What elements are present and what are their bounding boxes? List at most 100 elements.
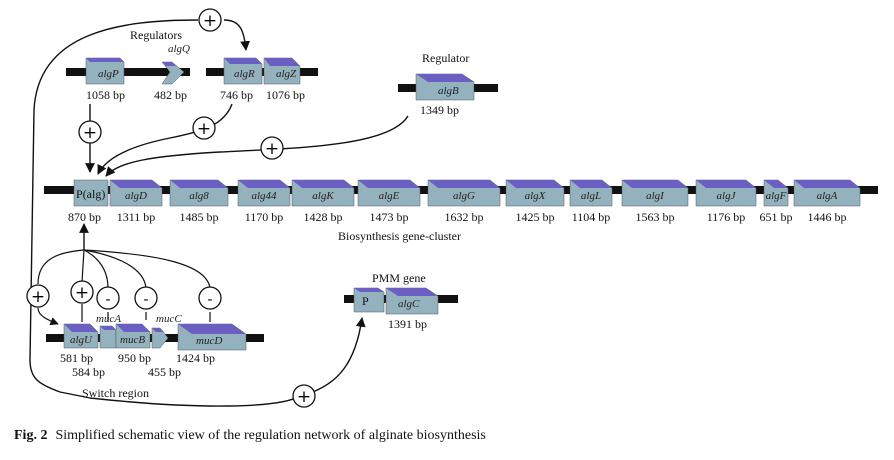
gene-algI: algI 1563 bp — [621, 179, 689, 224]
gene-alg44: alg44 1170 bp — [237, 179, 291, 224]
gene-algD: algD 1311 bp — [109, 179, 163, 224]
dna-strand-regulators-1 — [66, 68, 190, 76]
gene-label-mucB: mucB — [120, 334, 145, 346]
gene-label-algE: algE — [379, 190, 400, 202]
gene-label-alg8: alg8 — [189, 190, 209, 202]
cluster-title: Biosynthesis gene-cluster — [338, 229, 461, 243]
gene-algL: algL 1104 bp — [569, 179, 613, 224]
size-algK: 1428 bp — [304, 210, 343, 224]
regulator-title: Regulator — [422, 51, 469, 65]
size-mucB: 950 bp — [118, 351, 151, 365]
gene-label-algJ: algJ — [717, 190, 737, 202]
sign-plus-algB: + — [260, 136, 284, 160]
size-promoter: 870 bp — [68, 210, 101, 224]
gene-label-alg44: alg44 — [251, 190, 277, 202]
gene-algJ: algJ 1176 bp — [695, 179, 757, 224]
switch-title: Switch region — [82, 386, 149, 400]
branch-4 — [83, 249, 147, 289]
size-algQ: 482 bp — [154, 88, 187, 102]
gene-algQ — [161, 61, 185, 85]
size-algP: 1058 bp — [86, 88, 125, 102]
gene-label-algI: algI — [646, 190, 665, 202]
branch-1 — [37, 249, 85, 285]
size-algI: 1563 bp — [636, 210, 675, 224]
promoter-label: P(alg) — [76, 187, 105, 201]
gene-mucB: mucB — [115, 323, 151, 349]
branch-5 — [83, 249, 211, 289]
regulators-title: Regulators — [130, 28, 182, 42]
size-algC: 1391 bp — [388, 317, 427, 331]
branch-3 — [83, 249, 109, 289]
svg-text:+: + — [75, 283, 89, 303]
sign-plus-switch-1: + — [26, 284, 50, 308]
sign-plus-algR: + — [192, 116, 216, 140]
size-algJ: 1176 bp — [707, 210, 746, 224]
promoter-palg: P(alg) — [73, 179, 109, 207]
gene-label-algR: algR — [234, 68, 255, 80]
gene-label-algZ: algZ — [276, 68, 297, 80]
size-mucC: 455 bp — [148, 365, 181, 379]
size-alg8: 1485 bp — [180, 210, 219, 224]
sign-minus-mucB: - — [134, 286, 158, 310]
size-algE: 1473 bp — [370, 210, 409, 224]
gene-label-algG: algG — [453, 190, 475, 202]
sign-plus-switch-2: + — [70, 280, 94, 304]
size-mucA: 584 bp — [72, 365, 105, 379]
gene-algF: algF 651 bp — [760, 179, 793, 224]
arrow-algB-to-promoter — [105, 115, 409, 177]
gene-label-algD: algD — [125, 190, 147, 202]
size-algF: 651 bp — [760, 210, 793, 224]
size-algX: 1425 bp — [516, 210, 555, 224]
arrow-to-algU — [37, 307, 59, 326]
size-algR: 746 bp — [220, 88, 253, 102]
gene-label-algF: algF — [766, 190, 787, 202]
mucA-label: mucA — [96, 313, 121, 325]
gene-algC: algC — [385, 287, 439, 315]
size-algU: 581 bp — [60, 351, 93, 365]
gene-label-algX: algX — [525, 190, 547, 202]
gene-label-algU: algU — [70, 334, 93, 346]
size-algA: 1446 bp — [808, 210, 847, 224]
loop-line-left — [29, 19, 199, 399]
gene-algB: algB — [415, 73, 475, 101]
gene-label-algB: algB — [438, 85, 459, 97]
size-algZ: 1076 bp — [266, 88, 305, 102]
gene-algZ: algZ — [263, 57, 301, 85]
svg-text:+: + — [203, 11, 217, 31]
size-algB: 1349 bp — [420, 103, 459, 117]
gene-algA: algA 1446 bp — [793, 179, 861, 224]
size-algD: 1311 bp — [117, 210, 156, 224]
size-alg44: 1170 bp — [245, 210, 284, 224]
caption-label: Fig. 2 — [14, 428, 48, 443]
pmm-promoter: P — [353, 287, 385, 313]
mucC-label: mucC — [156, 313, 182, 325]
regulation-diagram: Regulators algQ algP algR algZ 1058 bp 4… — [26, 8, 878, 408]
arrow-algR-to-promoter — [97, 103, 233, 175]
sign-plus-top: + — [198, 8, 222, 32]
size-mucD: 1424 bp — [176, 351, 215, 365]
gene-label-mucD: mucD — [196, 335, 222, 347]
gene-label-algC: algC — [398, 298, 420, 310]
gene-label-algK: algK — [312, 190, 334, 202]
size-algL: 1104 bp — [572, 210, 611, 224]
gene-label-algA: algA — [817, 190, 838, 202]
gene-algX: algX 1425 bp — [505, 179, 565, 224]
gene-mucA — [99, 325, 117, 349]
sign-plus-pmm: + — [292, 384, 316, 408]
cluster-genes: algD 1311 bp alg8 1485 bp alg44 1170 bp algK 14… — [109, 179, 861, 224]
gene-mucD: mucD — [177, 323, 247, 351]
svg-text:+: + — [265, 139, 279, 159]
svg-text:-: - — [207, 290, 212, 308]
svg-text:+: + — [83, 123, 97, 143]
gene-algP: algP — [85, 57, 125, 85]
svg-text:+: + — [297, 387, 311, 407]
algq-label: algQ — [168, 43, 190, 55]
gene-mucC — [151, 327, 169, 349]
sign-minus-mucA: - — [96, 286, 120, 310]
pmm-promoter-label: P — [362, 294, 369, 308]
gene-label-algL: algL — [581, 190, 601, 202]
sign-plus-algP: + — [78, 120, 102, 144]
svg-text:-: - — [105, 290, 110, 308]
pmm-title: PMM gene — [372, 271, 426, 285]
